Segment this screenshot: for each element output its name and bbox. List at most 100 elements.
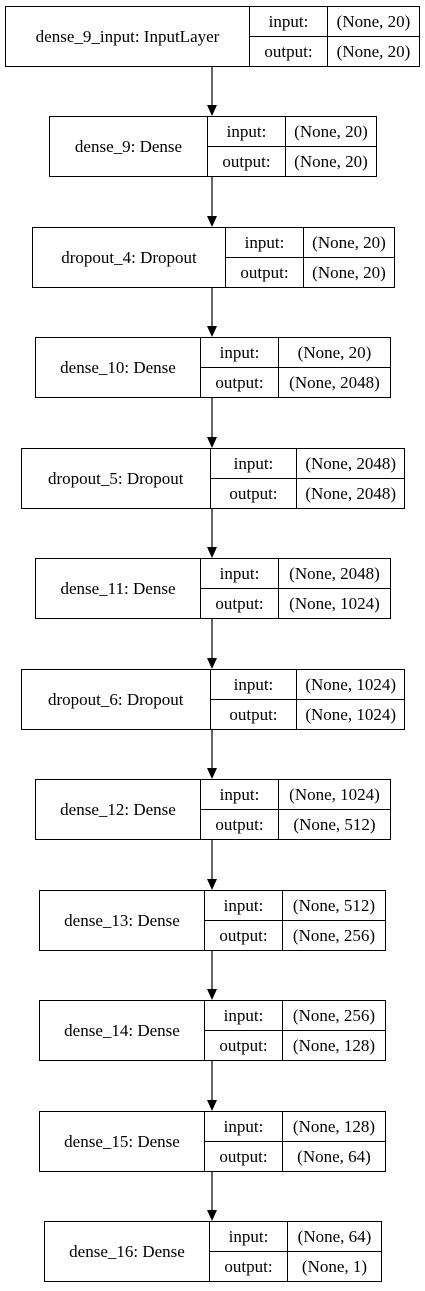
shape-values: (None, 20) (None, 20) (304, 228, 394, 287)
edge-arrowhead (207, 547, 217, 558)
port-labels: input: output: (210, 1222, 288, 1281)
output-shape: (None, 1024) (305, 704, 396, 724)
input-shape: (None, 20) (286, 117, 376, 147)
output-shape: (None, 20) (294, 151, 368, 171)
edge-arrowhead (207, 658, 217, 669)
shape-values: (None, 64) (None, 1) (288, 1222, 381, 1281)
input-port-label: input: (205, 1001, 282, 1031)
output-shape: (None, 64) (297, 1146, 371, 1166)
layer-name: dropout_6: Dropout (22, 670, 211, 729)
layer-name: dropout_5: Dropout (22, 449, 211, 508)
input-port-label: input: (205, 891, 282, 921)
output-port-label: output: (222, 151, 271, 171)
input-shape: (None, 1024) (279, 780, 390, 810)
port-labels: input: output: (201, 780, 279, 839)
shape-values: (None, 20) (None, 20) (286, 117, 376, 176)
output-shape: (None, 128) (292, 1035, 376, 1055)
input-shape: (None, 64) (288, 1222, 381, 1252)
output-port-label: output: (215, 814, 264, 834)
shape-values: (None, 1024) (None, 1024) (297, 670, 404, 729)
input-port-label: input: (250, 7, 327, 37)
edge-arrowhead (207, 1210, 217, 1221)
output-port-label: output: (224, 1256, 273, 1276)
edge-arrowhead (207, 989, 217, 1000)
input-shape: (None, 20) (328, 7, 419, 37)
layer-name: dense_13: Dense (40, 891, 205, 950)
input-shape: (None, 2048) (297, 449, 404, 479)
input-shape: (None, 256) (283, 1001, 385, 1031)
output-shape: (None, 20) (336, 41, 411, 61)
port-labels: input:output: (205, 1001, 283, 1060)
input-port-label: input: (208, 117, 285, 147)
input-shape: (None, 512) (283, 891, 385, 921)
output-shape: (None, 2048) (289, 372, 380, 392)
port-labels: input:output: (210, 449, 298, 508)
edge-arrowhead (207, 326, 217, 337)
output-port-label: output: (215, 372, 264, 392)
input-port-label: input: (210, 1222, 287, 1252)
shape-values: (None, 512) (None, 256) (283, 891, 385, 950)
edge-arrowhead (207, 1100, 217, 1111)
output-shape: (None, 20) (312, 262, 386, 282)
shape-values: (None, 20) (None, 20) (328, 7, 419, 66)
port-labels: input: output: (201, 338, 279, 397)
input-port-label: input: (201, 559, 278, 589)
layer-name: dense_12: Dense (36, 780, 201, 839)
output-port-label: output: (229, 704, 278, 724)
edge-arrowhead (207, 105, 217, 116)
input-shape: (None, 20) (304, 228, 394, 258)
input-port-label: input: (205, 1112, 282, 1142)
layer-name: dense_9_input: InputLayer (6, 7, 250, 66)
edge-arrowhead (207, 437, 217, 448)
edge-arrowhead (207, 768, 217, 779)
input-shape: (None, 128) (283, 1112, 385, 1142)
layer-name: dense_16: Dense (45, 1222, 210, 1281)
layer-name: dropout_4: Dropout (33, 228, 226, 287)
input-shape: (None, 1024) (297, 670, 404, 700)
input-port-label: input: (201, 780, 278, 810)
input-port-label: input: (226, 228, 303, 258)
edge-arrowhead (207, 879, 217, 890)
shape-values: (None, 1024) (None, 512) (279, 780, 390, 839)
edge-arrowhead (207, 216, 217, 227)
layer-name: dense_14: Dense (40, 1001, 205, 1060)
shape-values: (None, 20) (None, 2048) (279, 338, 390, 397)
output-shape: (None, 1) (301, 1256, 368, 1276)
output-shape: (None, 2048) (305, 483, 396, 503)
port-labels: input: output: (205, 891, 283, 950)
output-port-label: output: (219, 925, 268, 945)
shape-values: (None, 2048) (None, 2048) (297, 449, 404, 508)
port-labels: input: output: (208, 117, 286, 176)
output-shape: (None, 1024) (289, 593, 380, 613)
shape-values: (None, 256) (None, 128) (283, 1001, 385, 1060)
layer-name: dense_15: Dense (40, 1112, 205, 1171)
layer-name: dense_10: Dense (36, 338, 201, 397)
output-port-label: output: (219, 1146, 268, 1166)
port-labels: input: output: (210, 670, 298, 729)
port-labels: input: output: (226, 228, 304, 287)
port-labels: input:output: (201, 559, 279, 618)
input-shape: (None, 20) (279, 338, 390, 368)
port-labels: input: output: (205, 1112, 283, 1171)
layer-name: dense_9: Dense (50, 117, 208, 176)
input-port-label: input: (201, 338, 278, 368)
shape-values: (None, 2048)(None, 1024) (279, 559, 390, 618)
output-shape: (None, 256) (292, 925, 376, 945)
output-port-label: output: (240, 262, 289, 282)
input-port-label: input: (210, 670, 297, 700)
output-shape: (None, 512) (293, 814, 376, 834)
input-port-label: input: (210, 449, 297, 479)
